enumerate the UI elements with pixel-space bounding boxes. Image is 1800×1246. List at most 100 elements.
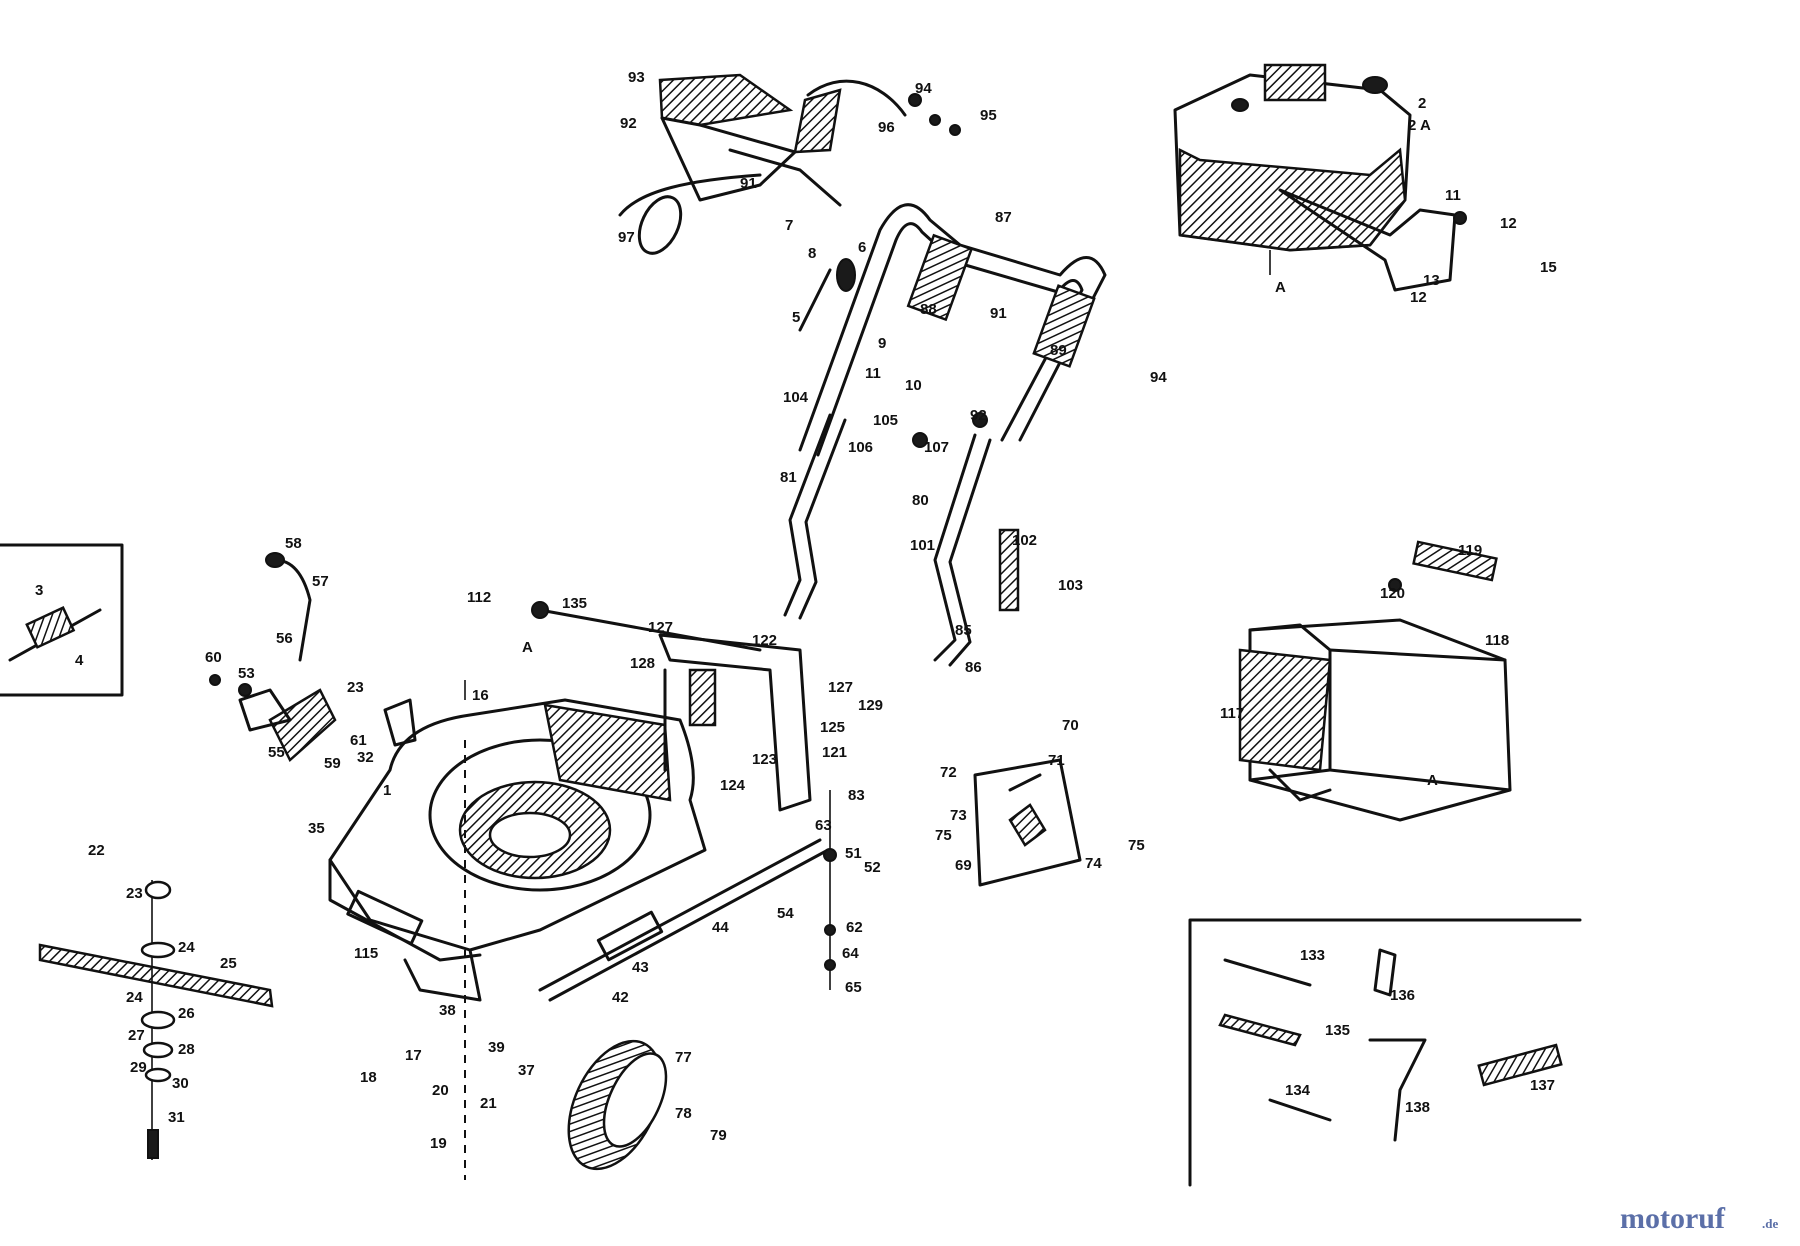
part-number-label: 11 (865, 365, 881, 382)
part-number-label: 25 (220, 955, 237, 972)
part-number-label: 26 (178, 1005, 195, 1022)
part-number-label: 59 (324, 755, 341, 772)
part-number-label: 30 (172, 1075, 189, 1092)
part-number-label: 12 (1500, 215, 1517, 232)
part-number-label: 86 (965, 659, 982, 676)
part-number-label: 15 (1540, 259, 1557, 276)
engine (1173, 63, 1467, 292)
part-number-label: 124 (720, 777, 746, 794)
upper-handle (798, 203, 1107, 457)
part-number-label: 57 (312, 573, 329, 590)
blade-assembly (38, 880, 274, 1160)
part-number-label: 51 (845, 845, 862, 862)
part-number-label: 64 (842, 945, 859, 962)
part-number-label: 9 (878, 335, 886, 352)
part-number-label: 77 (675, 1049, 692, 1066)
part-number-label: 27 (128, 1027, 145, 1044)
part-number-label: 101 (910, 537, 935, 554)
part-number-label: 65 (845, 979, 862, 996)
rear-flap (531, 601, 812, 812)
part-number-label: 5 (792, 309, 800, 326)
part-number-label: 61 (350, 732, 367, 749)
part-number-label: 94 (915, 80, 932, 97)
part-number-label: 55 (268, 744, 285, 761)
part-number-label: 3 (35, 582, 43, 599)
part-number-label: 96 (878, 119, 895, 136)
part-number-label: 58 (285, 535, 302, 552)
part-number-label: 18 (360, 1069, 377, 1086)
part-number-label: 7 (785, 217, 793, 234)
part-number-label: 75 (1128, 837, 1145, 854)
part-number-label: 137 (1530, 1077, 1555, 1094)
part-number-label: 21 (480, 1095, 497, 1112)
part-number-label: 95 (980, 107, 997, 124)
part-number-label: 83 (848, 787, 865, 804)
height-adjust-lever (209, 552, 417, 763)
part-number-label: 115 (354, 945, 378, 962)
part-number-label: 52 (864, 859, 881, 876)
part-number-label: 53 (238, 665, 255, 682)
part-number-label: 73 (950, 807, 967, 824)
throttle-control-assembly (618, 73, 961, 255)
part-number-label: 138 (1405, 1099, 1430, 1116)
part-number-label: 32 (357, 749, 374, 766)
part-number-label: 88 (920, 301, 937, 318)
part-number-label: 70 (1062, 717, 1079, 734)
toolkit (1188, 918, 1582, 1187)
part-number-label: 135 (1325, 1022, 1350, 1039)
part-number-label: 54 (777, 905, 794, 922)
part-number-label: 35 (308, 820, 325, 837)
part-number-label: 93 (628, 69, 645, 86)
part-number-label: 69 (955, 857, 972, 874)
part-number-label: 123 (752, 751, 777, 768)
grass-catcher (1238, 540, 1512, 822)
part-number-label: 38 (439, 1002, 456, 1019)
mower-deck (328, 680, 707, 1180)
part-number-label: 29 (130, 1059, 147, 1076)
part-number-label: 71 (1048, 752, 1065, 769)
part-number-label: 75 (935, 827, 952, 844)
part-number-label: 94 (1150, 369, 1167, 386)
part-number-label: 118 (1485, 632, 1509, 649)
inset-detail (0, 543, 124, 697)
part-number-label: 91 (740, 175, 757, 192)
part-number-label: 11 (1445, 187, 1461, 204)
part-number-label: 107 (924, 439, 949, 456)
part-number-label: 121 (822, 744, 847, 761)
part-number-label: 20 (432, 1082, 449, 1099)
part-number-label: 19 (430, 1135, 447, 1152)
part-number-label: 24 (126, 989, 143, 1006)
part-number-label: 117 (1220, 705, 1244, 722)
part-number-label: 2 (1418, 95, 1426, 112)
part-number-label: A (522, 639, 533, 656)
part-number-label: 10 (905, 377, 922, 394)
part-number-label: 13 (1423, 272, 1440, 289)
part-number-label: 89 (1050, 342, 1067, 359)
part-number-label: 17 (405, 1047, 422, 1064)
part-number-label: 112 (467, 589, 491, 606)
part-number-label: 74 (1085, 855, 1102, 872)
part-number-label: 122 (752, 632, 777, 649)
side-plate (973, 758, 1082, 887)
axle-wheel (538, 790, 837, 1171)
part-number-label: 87 (995, 209, 1012, 226)
part-number-label: 4 (75, 652, 84, 669)
part-number-label: 8 (808, 245, 816, 262)
part-number-label: 129 (858, 697, 883, 714)
part-number-label: A (1275, 279, 1286, 296)
part-number-label: 37 (518, 1062, 535, 1079)
part-number-label: 23 (347, 679, 364, 696)
lower-handle-bars (783, 412, 1020, 667)
part-number-label: 97 (618, 229, 635, 246)
watermark-tld: .de (1762, 1216, 1778, 1231)
part-number-label: 31 (168, 1109, 185, 1126)
part-number-label: 43 (632, 959, 649, 976)
part-number-label: 91 (990, 305, 1007, 322)
part-number-label: A (1427, 772, 1438, 789)
part-number-label: 16 (472, 687, 489, 704)
part-number-label: 2 A (1408, 117, 1431, 134)
part-number-label: 80 (912, 492, 929, 509)
part-number-label: 106 (848, 439, 873, 456)
